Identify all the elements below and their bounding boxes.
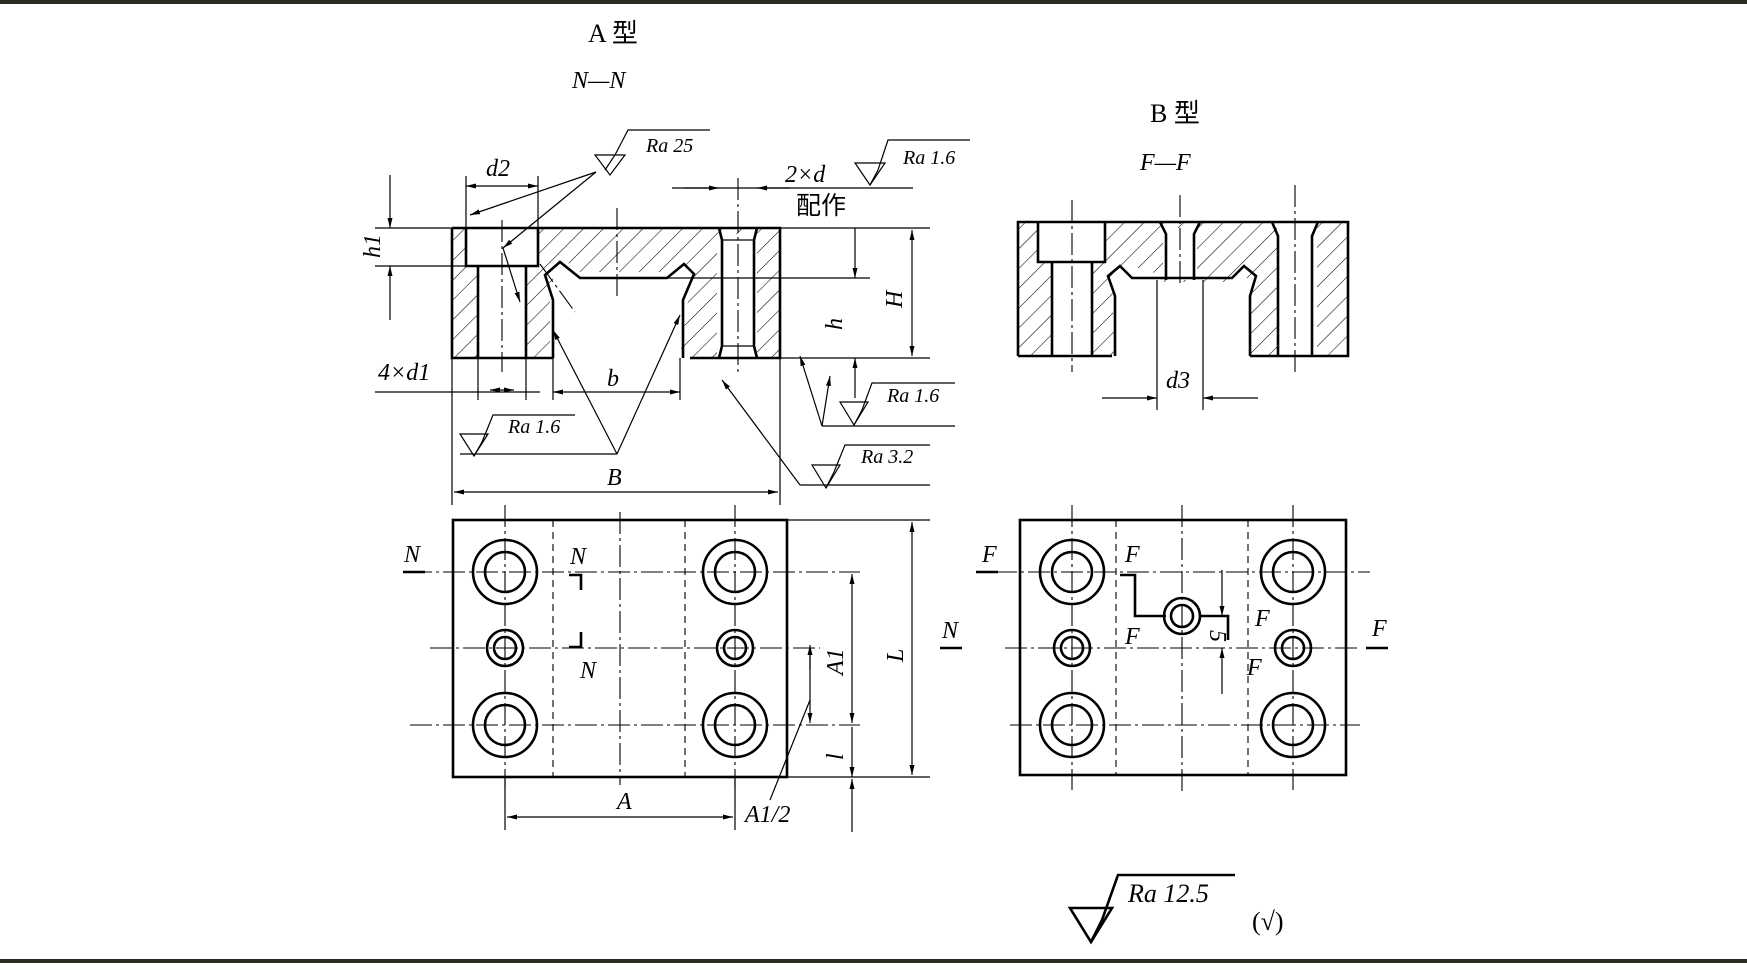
ra16-top-label: Ra 1.6 — [902, 147, 955, 169]
type-b-section-label: F—F — [1139, 150, 1191, 176]
type-b-title: B 型 — [1150, 99, 1200, 128]
dim-A1: A1 — [823, 648, 849, 677]
type-a-section-label: N—N — [571, 68, 627, 94]
dim-A1-half: A1/2 — [743, 802, 790, 828]
section-mark-f-right: F — [1371, 616, 1387, 642]
dim-4xd1: 4×d1 — [378, 360, 430, 386]
ra125-label: Ra 12.5 — [1127, 879, 1209, 908]
section-mark-f-c: F — [1254, 606, 1270, 632]
dim-d2: d2 — [486, 156, 510, 182]
ra16-right-label: Ra 1.6 — [886, 385, 939, 407]
dim-5: 5 — [1204, 630, 1230, 642]
section-mark-n-top: N — [569, 544, 588, 570]
ra32-label: Ra 3.2 — [860, 446, 913, 468]
type-a-title: A 型 — [588, 19, 638, 48]
dim-l: l — [823, 753, 849, 760]
ra16-left-label: Ra 1.6 — [507, 416, 560, 438]
type-b-plan-view: F F F F F F 5 — [976, 505, 1388, 792]
section-mark-n-bottom: N — [579, 658, 598, 684]
type-b-section-outline — [1016, 220, 1350, 358]
section-mark-f-d: F — [1246, 655, 1262, 681]
dim-peizuo: 配作 — [796, 191, 846, 220]
dim-B: B — [607, 465, 622, 491]
general-roughness-note: Ra 12.5 (√) — [1067, 873, 1284, 945]
ra25-label: Ra 25 — [645, 135, 693, 157]
dim-d3: d3 — [1166, 368, 1190, 394]
type-a-section-view: A 型 N—N d2 Ra 25 — [360, 19, 970, 505]
dim-H: H — [882, 289, 908, 309]
type-b-section-view: B 型 F—F d3 — [1016, 99, 1350, 410]
section-mark-f-left: F — [981, 542, 997, 568]
type-a-plan-view: N N N N A1 l L A1/2 A — [403, 505, 962, 832]
dim-A: A — [615, 789, 632, 815]
section-mark-n-left: N — [403, 542, 422, 568]
section-mark-f-a: F — [1124, 542, 1140, 568]
section-mark-n-right: N — [941, 618, 960, 644]
dim-h: h — [822, 318, 848, 330]
rest-roughness-symbol: (√) — [1252, 907, 1284, 936]
dim-b: b — [607, 366, 619, 392]
section-mark-f-b: F — [1124, 624, 1140, 650]
dim-L: L — [883, 649, 909, 663]
dim-2xd: 2×d — [785, 162, 826, 188]
dim-h1: h1 — [360, 234, 386, 258]
